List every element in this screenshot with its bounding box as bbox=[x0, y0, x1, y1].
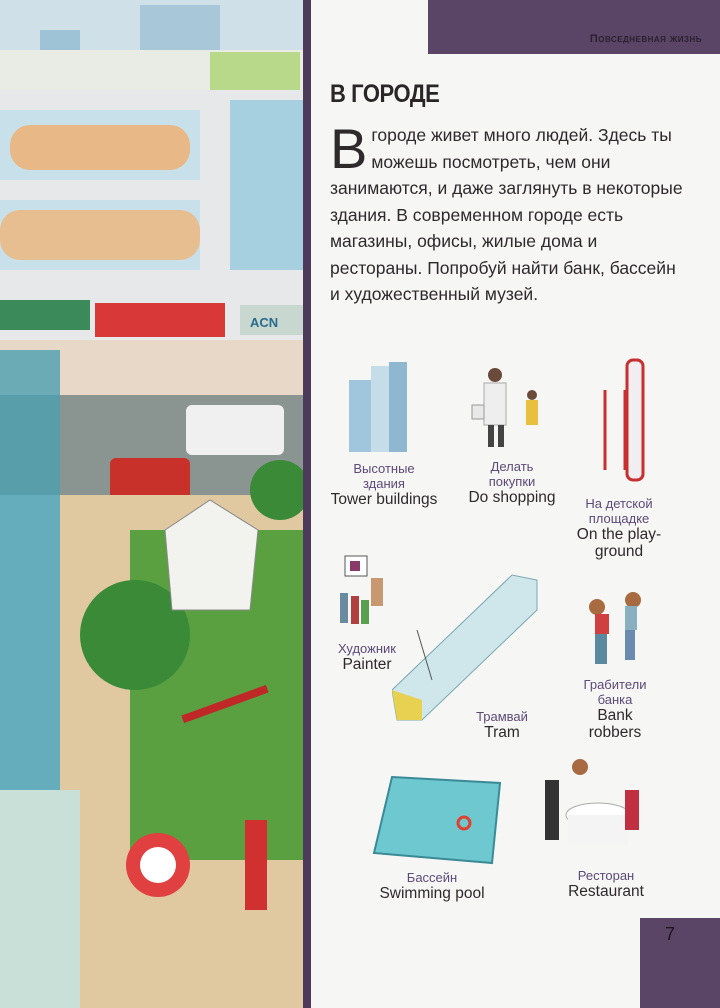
page-title: В ГОРОДЕ bbox=[330, 80, 440, 108]
label-en: Tram bbox=[484, 724, 520, 741]
label-ru: Художник bbox=[338, 641, 396, 656]
intro-body: городе живет много людей. Здесь ты можеш… bbox=[330, 125, 683, 304]
section-label: Повседневная жизнь bbox=[589, 33, 702, 45]
city-illustration bbox=[0, 0, 303, 1008]
shopping-picture bbox=[471, 368, 538, 447]
label-en: Bank robbers bbox=[588, 707, 642, 741]
page-divider bbox=[303, 0, 311, 1008]
label-en: Tower buildings bbox=[330, 491, 438, 508]
bank-robbers-picture bbox=[589, 592, 641, 664]
label-en: On the play-ground bbox=[576, 526, 662, 560]
shop-sign-text: ACN bbox=[250, 315, 278, 330]
label-en: Restaurant bbox=[568, 883, 644, 900]
label-ru: Делать покупки bbox=[488, 459, 536, 489]
slide-picture bbox=[603, 358, 645, 482]
drop-cap: В bbox=[330, 117, 368, 180]
label-ru: Бассейн bbox=[406, 870, 458, 885]
label-ru: Трамвай bbox=[476, 709, 528, 724]
label-en: Swimming pool bbox=[379, 885, 485, 902]
label-ru: Высотные здания bbox=[353, 461, 415, 491]
label-ru: На детской площадке bbox=[585, 496, 653, 526]
section-header: Повседневная жизнь bbox=[428, 0, 720, 54]
label-ru: Ресторан bbox=[577, 868, 635, 883]
restaurant-picture bbox=[545, 759, 639, 845]
page-number-box: 7 bbox=[640, 918, 720, 1008]
label-en: Painter bbox=[342, 656, 392, 673]
shop-sign: ACN bbox=[250, 315, 278, 330]
tower-buildings-picture bbox=[349, 362, 407, 452]
tram-picture bbox=[392, 574, 538, 721]
label-en: Do shopping bbox=[468, 489, 556, 506]
painter-picture bbox=[340, 555, 383, 624]
swimming-pool-picture bbox=[372, 775, 502, 865]
label-ru: Грабители банка bbox=[583, 677, 647, 707]
page-number: 7 bbox=[665, 924, 676, 944]
